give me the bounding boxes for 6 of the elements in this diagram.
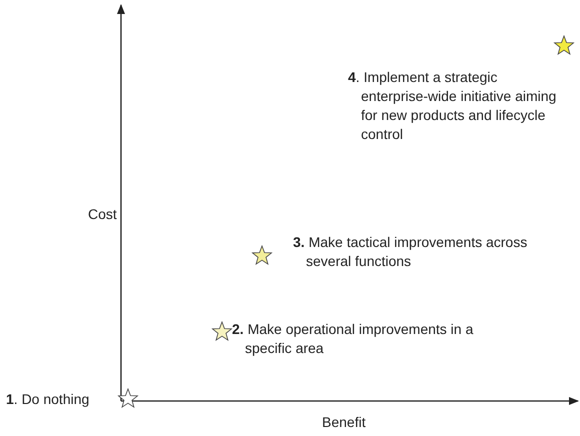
option-text: 3. Make tactical improvements across several functions xyxy=(293,233,528,271)
axis-title: Cost xyxy=(88,205,117,224)
option-text: 1. Do nothing xyxy=(6,390,90,409)
axis-title: Benefit xyxy=(322,413,366,432)
option-text: 4. Implement a strategic enterprise-wide initiative aiming for new products and lifecycle control xyxy=(348,68,558,144)
option-text: 2. Make operational improvements in a specific area xyxy=(232,320,474,358)
